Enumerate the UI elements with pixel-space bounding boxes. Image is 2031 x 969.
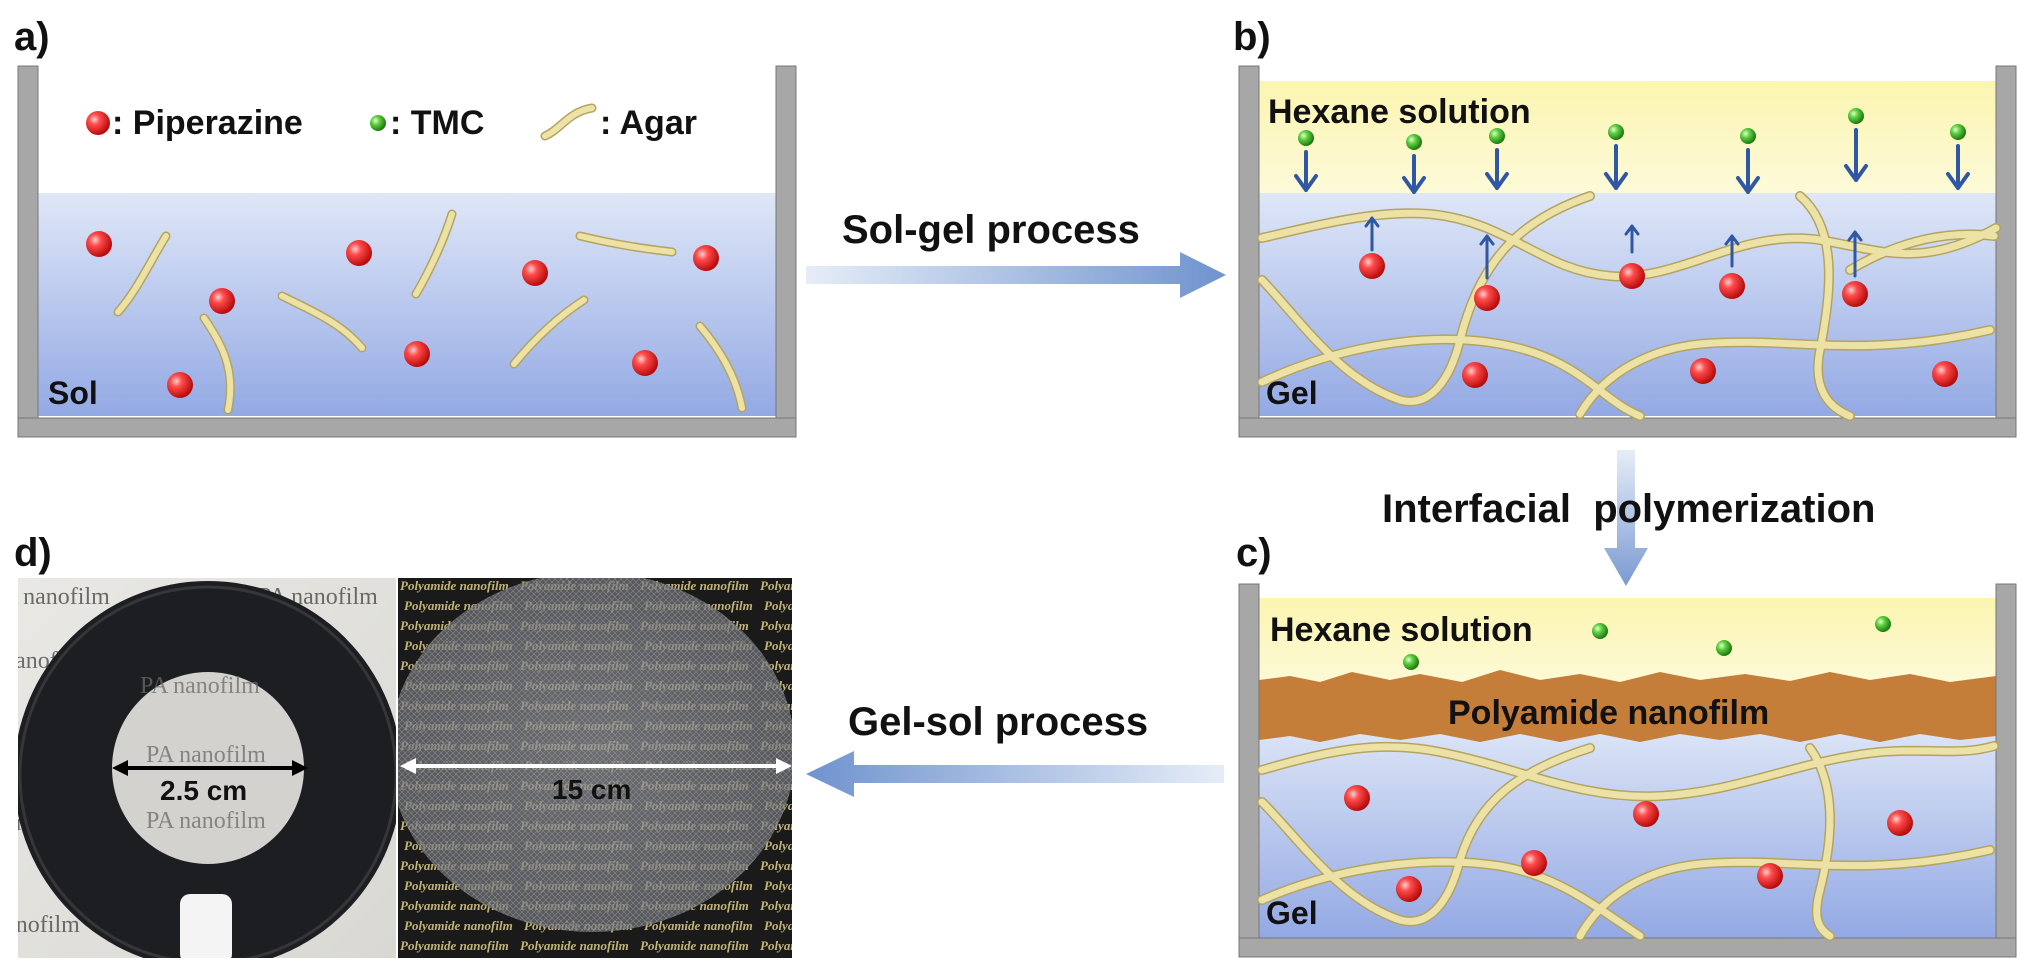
panel-b-state-label: Gel [1266, 375, 1318, 411]
piperazine-legend-icon [86, 111, 110, 135]
photo-right-text: Polyamide nanofilm [520, 938, 629, 953]
panel-a-label: a) [14, 15, 50, 59]
photo-right-text: Polyamide nanofilm [400, 938, 509, 953]
holder-tab [180, 894, 232, 958]
photo-window-text-3: PA nanofilm [146, 808, 266, 834]
photo-right-text: Polyamide nanofilm [764, 918, 873, 933]
photo-left-text-5: PA nanofilm [0, 912, 80, 938]
photo-right-text: Polyamide nanofilm [760, 618, 869, 633]
panel-c-label: c) [1236, 531, 1272, 575]
panel-c-state-label: Gel [1266, 895, 1318, 931]
panel-c-tmc [1403, 616, 1891, 670]
photo-right-text: Polyamide nanofilm [764, 598, 873, 613]
large-size-label: 15 cm [552, 774, 631, 805]
panel-c-polyamide-label: Polyamide nanofilm [1448, 694, 1769, 732]
small-size-label: 2.5 cm [160, 775, 247, 806]
photo-right-text: Polyamide nanofilm [760, 578, 869, 593]
photo-left-text-1: PA nanofilm [0, 584, 110, 610]
panel-a-tank [17, 65, 797, 438]
panel-a-state-label: Sol [48, 375, 98, 411]
panel-c-tank [1238, 583, 2017, 958]
interfacial-polymerization-label: Interfacial polymerization [1382, 487, 1875, 531]
panel-a-agar-strands [113, 209, 747, 415]
legend-agar-label: : Agar [600, 104, 697, 142]
small-size-measure: 2.5 cm [112, 760, 308, 806]
photo-right-text: Polyamide nanofilm [764, 838, 873, 853]
photo-window-text-2: PA nanofilm [146, 742, 266, 768]
gel-sol-arrow: Gel-sol process [806, 700, 1224, 797]
photo-right-text: Polyamide nanofilm [404, 918, 513, 933]
panel-a: a) : Piperazine : TMC : Agar [14, 15, 797, 438]
legend-piperazine-label: : Piperazine [112, 104, 303, 142]
photo-right-text: Polyamide nanofilm [764, 638, 873, 653]
panel-a-water [38, 193, 776, 416]
panel-c-hexane [1259, 598, 1996, 688]
interfacial-polymerization-arrow: Interfacial polymerization [1382, 450, 1875, 586]
legend-tmc-label: : TMC [390, 104, 484, 142]
tmc-legend-icon [370, 115, 386, 131]
panel-b-agar-network [1257, 191, 2001, 421]
panel-c: c) Hexane solution Polyamide nanofilm [1236, 531, 2017, 958]
photo-right-text: Polyamide nanofilm [640, 938, 749, 953]
large-size-measure: 15 cm [400, 758, 792, 805]
panel-d: d) PA nanofilm PA nanofilm PA nanofilm P… [0, 531, 873, 958]
panel-b-label: b) [1233, 15, 1271, 59]
sol-gel-arrow: Sol-gel process [806, 208, 1226, 298]
panel-c-hexane-label: Hexane solution [1270, 611, 1533, 649]
panel-c-agar-network [1257, 741, 1999, 941]
photo-right-text: Polyamide nanofilm [644, 918, 753, 933]
photo-right-text: Polyamide nanofilm [764, 878, 873, 893]
panel-b-hexane-label: Hexane solution [1268, 93, 1531, 131]
photo-right-text: Polyamide nanofilm [760, 658, 869, 673]
panel-c-piperazine [1344, 785, 1913, 902]
gel-sol-label: Gel-sol process [848, 700, 1148, 744]
panel-b-piperazine-diffusion [1359, 216, 1958, 388]
panel-b-tmc-diffusion [1294, 108, 1970, 194]
panel-a-legend: : Piperazine : TMC : Agar [86, 103, 697, 142]
photo-right-text: Polyamide nanofilm [400, 578, 509, 593]
panel-a-piperazine [86, 231, 719, 398]
photo-right-text: Polyamide nanofilm [760, 858, 869, 873]
photo-window-text-1: PA nanofilm [140, 673, 260, 699]
photo-right-text: Polyamide nanofilm [760, 898, 869, 913]
panel-b: b) Hexane solution [1233, 15, 2017, 438]
panel-c-polyamide-layer [1259, 670, 1996, 742]
photo-small-membrane: PA nanofilm PA nanofilm PA nanofilm PA n… [0, 578, 396, 958]
sol-gel-label: Sol-gel process [842, 208, 1140, 252]
panel-d-label: d) [14, 531, 52, 575]
photo-right-text: Polyamide nanofilm [760, 938, 869, 953]
panel-b-tank [1238, 65, 2017, 438]
